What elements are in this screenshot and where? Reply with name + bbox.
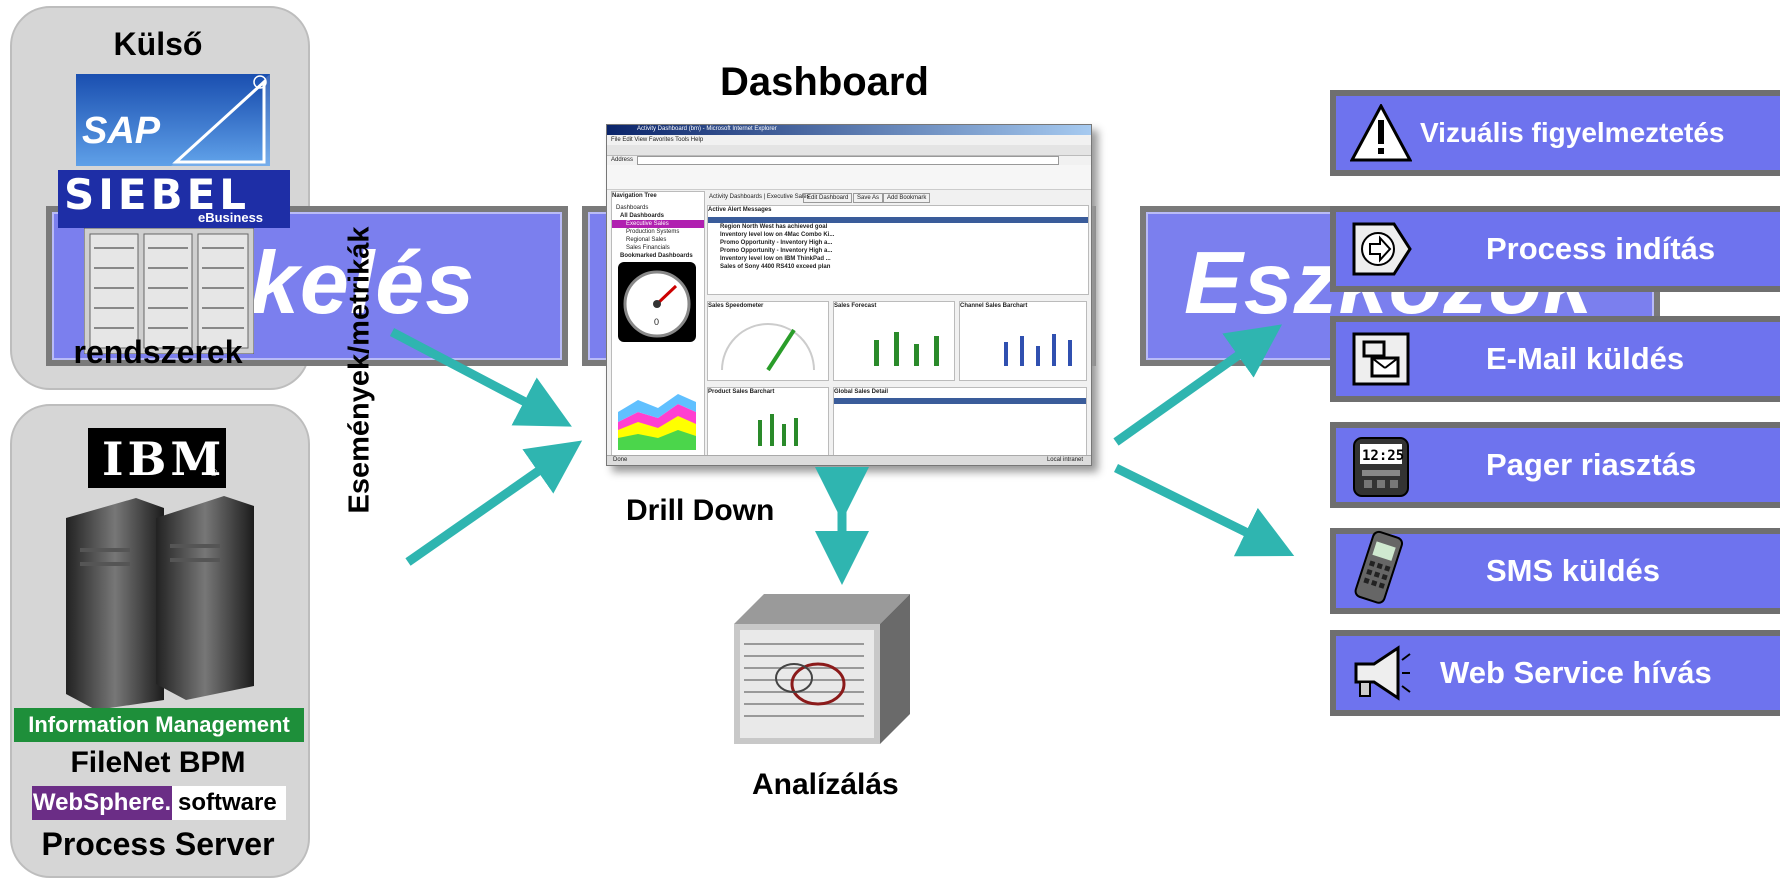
dashboard-screenshot: Activity Dashboard (bm) - Microsoft Inte… [606,124,1092,466]
ibm-logo: IBM ® [88,428,226,488]
pager-alert-action[interactable]: 12:25 Pager riasztás [1330,422,1780,508]
alert-row[interactable]: Region North West has achieved goal [720,224,828,230]
widget-title: Sales Forecast [834,303,877,309]
siebel-logo-subtext: eBusiness [198,210,264,225]
arrow-to-actions-lower [1114,463,1295,557]
sms-send-action[interactable]: SMS küldés [1330,528,1780,614]
zone-text: Local intranet [1046,457,1083,463]
process-start-icon [1350,220,1412,278]
dashboard-header-strip [607,165,1091,190]
widget-title: Product Sales Barchart [708,389,775,395]
area-chart-thumbnail [618,382,696,450]
megaphone-icon [1350,644,1412,702]
tree-item[interactable]: Executive Sales [612,220,704,228]
process-start-action[interactable]: Process indítás [1330,206,1780,292]
detail-table-header [834,398,1086,404]
websphere-logo-text: WebSphere. [32,786,172,820]
nav-tree-panel: Navigation Tree Dashboards All Dashboard… [611,191,705,459]
action-label: E-Mail küldés [1486,341,1685,376]
action-label: Process indítás [1486,231,1716,266]
sales-speedometer-widget: Sales Speedometer [707,301,829,381]
widget-title: Channel Sales Barchart [960,303,1028,309]
channel-sales-widget: Channel Sales Barchart [959,301,1087,381]
analysis-label: Analízálás [752,768,899,801]
action-label: Vizuális figyelmeztetés [1420,117,1725,148]
tab-executive-sales[interactable]: Activity Dashboards | Executive Sales [709,194,810,200]
filenet-label: FileNet BPM [70,746,246,779]
software-logo-text: software [178,789,277,816]
svg-text:12:25: 12:25 [1362,448,1404,464]
external-subtitle: rendszerek [73,334,243,370]
action-label: Pager riasztás [1486,447,1697,482]
edit-dashboard-button[interactable]: Edit Dashboard [803,193,853,203]
external-title: Külső [113,26,203,62]
alert-row[interactable]: Inventory level low on IBM ThinkPad ... [720,256,831,262]
nav-tree-title: Navigation Tree [612,193,657,199]
alert-row[interactable]: Inventory level low on 4Mac Combo Ki... [720,232,835,238]
arrow-to-dashboard-lower [405,440,583,566]
siebel-logo-text: SIEBEL [64,170,251,219]
sap-logo-text: SAP [82,110,161,152]
arrow-to-actions-upper [1113,324,1283,446]
widget-title: Global Sales Detail [834,389,889,395]
visual-alert-action[interactable]: Vizuális figyelmeztetés [1330,90,1780,176]
browser-address-label: Address [611,157,634,163]
ibm-logo-text: IBM [102,432,226,486]
tree-item[interactable]: Production Systems [626,229,680,235]
process-server-label: Process Server [41,826,275,862]
information-management-banner: Information Management [14,708,304,742]
tree-item[interactable]: Dashboards [616,205,649,211]
warning-icon [1349,102,1413,162]
sales-forecast-widget: Sales Forecast [833,301,955,381]
registered-mark-icon: ® [210,468,218,479]
gauge-value: 0 [654,317,660,327]
alert-row[interactable]: Promo Opportunity - Inventory High a... [720,248,833,254]
action-label: Web Service hívás [1440,655,1712,690]
browser-address-input[interactable] [637,156,1059,165]
tree-item[interactable]: Sales Financials [626,245,670,251]
drill-down-label: Drill Down [626,494,775,527]
action-label: SMS küldés [1486,553,1660,588]
widget-title: Sales Speedometer [708,303,764,309]
tree-item[interactable]: All Dashboards [620,213,665,219]
add-bookmark-button[interactable]: Add Bookmark [883,193,931,203]
websphere-logo: WebSphere. software [32,786,286,820]
speedometer-gauge: 0 [618,262,696,342]
alert-row[interactable]: Promo Opportunity - Inventory High a... [720,240,833,246]
web-service-call-action[interactable]: Web Service hívás [1330,630,1780,716]
browser-toolbar [607,145,1091,156]
alerts-panel: Active Alert Messages Region North West … [707,205,1089,295]
dashboard-title: Dashboard [720,60,929,104]
pager-icon: 12:25 [1350,436,1412,497]
browser-menu[interactable]: File Edit View Favorites Tools Help [611,137,704,143]
browser-status-bar: Done Local intranet [607,455,1091,465]
sap-logo: SAP [76,74,270,166]
alert-row[interactable]: Sales of Sony 4400 RS410 exceed plan [720,264,831,270]
tree-item[interactable]: Regional Sales [626,237,667,243]
mobile-phone-icon [1350,530,1412,604]
browser-title-bar: Activity Dashboard (bm) - Microsoft Inte… [607,125,1091,135]
tower-servers-image [60,488,260,710]
alerts-header [708,217,1088,223]
arrow-to-dashboard-upper [389,328,572,427]
save-as-button[interactable]: Save As [853,193,884,203]
email-send-action[interactable]: E-Mail küldés [1330,316,1780,402]
analysis-image [734,594,910,744]
status-text: Done [613,457,628,463]
global-sales-detail-widget: Global Sales Detail [833,387,1087,461]
email-icon [1350,330,1412,388]
tree-item[interactable]: Bookmarked Dashboards [620,253,693,259]
alerts-title: Active Alert Messages [708,207,772,213]
server-rack-image [83,227,255,355]
siebel-logo: SIEBEL eBusiness [58,170,290,228]
